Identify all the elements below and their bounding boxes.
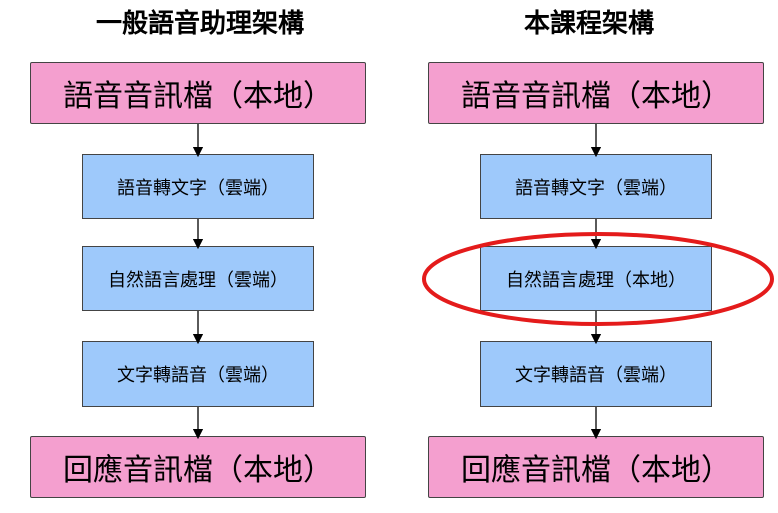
right-column-title: 本課程架構 xyxy=(523,9,654,39)
left-step-text-to-speech: 文字轉語音（雲端） xyxy=(82,341,314,407)
right-step-output-audio: 回應音訊檔（本地） xyxy=(428,436,764,498)
left-step-input-audio: 語音音訊檔（本地） xyxy=(30,62,366,124)
right-step-text-to-speech: 文字轉語音（雲端） xyxy=(480,341,712,407)
right-step-input-audio: 語音音訊檔（本地） xyxy=(428,62,764,124)
right-step-speech-to-text: 語音轉文字（雲端） xyxy=(480,154,712,219)
left-step-nlp: 自然語言處理（雲端） xyxy=(82,246,314,311)
left-step-output-audio: 回應音訊檔（本地） xyxy=(30,436,366,498)
left-column-title: 一般語音助理架構 xyxy=(95,9,304,39)
